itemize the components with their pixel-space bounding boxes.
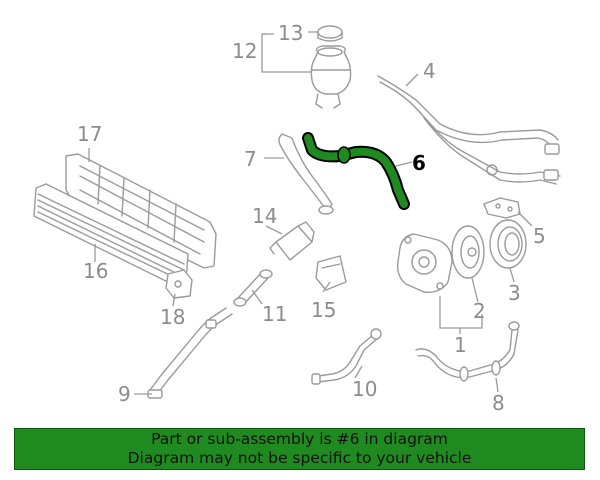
part-15-bracket <box>315 255 347 291</box>
parts-diagram: 13 12 4 5 6 7 17 16 18 14 11 9 15 3 2 1 … <box>33 21 561 415</box>
banner-line-disclaimer: Diagram may not be specific to your vehi… <box>127 449 472 467</box>
leader-18 <box>172 293 176 307</box>
leader-15 <box>322 281 331 293</box>
leader-6 <box>395 161 413 167</box>
leader-3 <box>509 267 515 283</box>
part-9-line <box>147 307 233 399</box>
leader-8 <box>495 377 499 393</box>
part-13-reservoir-cap <box>317 25 343 42</box>
part-18-clip <box>165 269 193 299</box>
callout-8: 8 <box>492 391 505 415</box>
callout-3: 3 <box>508 281 521 305</box>
part-7-hose <box>278 133 334 215</box>
leader-11 <box>251 289 263 305</box>
leader-4 <box>405 73 419 87</box>
callout-4: 4 <box>423 59 436 83</box>
part-14-filter <box>269 221 315 261</box>
callouts: 13 12 4 5 6 7 17 16 18 14 11 9 15 3 2 1 … <box>77 21 546 415</box>
leader-5 <box>517 211 533 227</box>
part-6-return-hose-highlighted <box>302 132 410 210</box>
part-10-line <box>311 328 382 385</box>
callout-9: 9 <box>118 382 131 406</box>
leader-14 <box>265 225 283 235</box>
callout-13: 13 <box>278 21 303 45</box>
part-2-pulley <box>451 225 485 279</box>
callout-18: 18 <box>160 305 185 329</box>
part-11-small-hose <box>233 269 273 307</box>
callout-12: 12 <box>232 39 257 63</box>
callout-17: 17 <box>77 122 102 146</box>
callout-15: 15 <box>311 298 336 322</box>
part-4-pressure-line <box>377 75 561 185</box>
callout-1: 1 <box>454 333 467 357</box>
banner-line-part-number: Part or sub-assembly is #6 in diagram <box>151 430 448 448</box>
leader-lines <box>88 31 533 395</box>
callout-14: 14 <box>252 204 277 228</box>
callout-5: 5 <box>533 224 546 248</box>
callout-16: 16 <box>83 259 108 283</box>
part-1-pump <box>396 233 453 293</box>
callout-10: 10 <box>352 377 377 401</box>
part-8-return-hose <box>415 321 520 382</box>
callout-11: 11 <box>262 302 287 326</box>
notice-banner: Part or sub-assembly is #6 in diagram Di… <box>14 428 585 470</box>
leader-10 <box>354 365 363 379</box>
callout-7: 7 <box>244 147 257 171</box>
part-5-bracket <box>483 197 521 219</box>
part-12-reservoir <box>310 45 352 109</box>
callout-6: 6 <box>412 151 426 175</box>
part-3-ring <box>489 219 527 269</box>
leader-2 <box>471 277 479 303</box>
leader-1-bracket <box>439 296 483 329</box>
callout-2: 2 <box>473 299 486 323</box>
